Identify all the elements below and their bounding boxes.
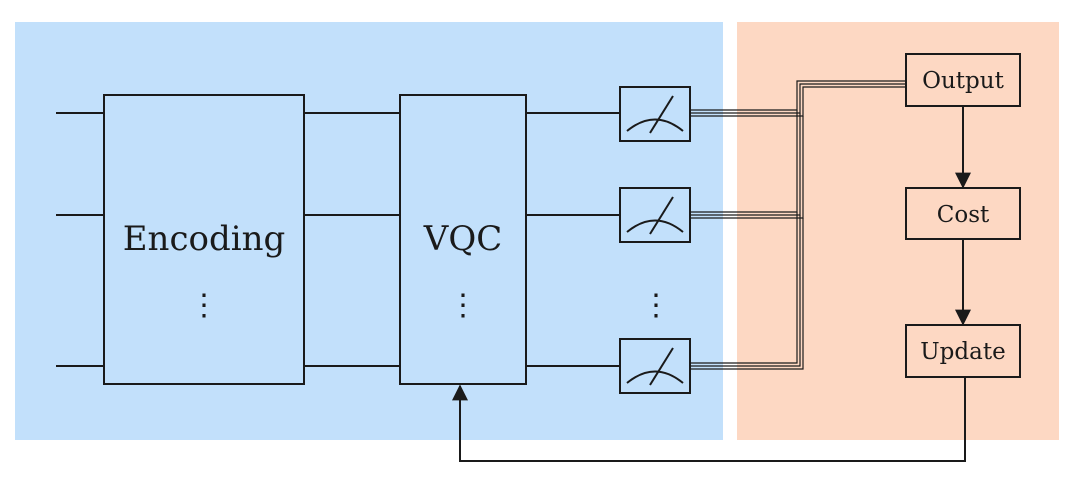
meter-ellipsis: ⋮ [641, 288, 671, 323]
feedback-arrow [452, 377, 966, 462]
encoding-label: Encoding [123, 219, 286, 259]
vqc-ellipsis: ⋮ [448, 288, 478, 323]
vqc-label: VQC [423, 219, 502, 259]
classical-region [737, 22, 1059, 440]
vqc-block [399, 94, 527, 385]
output-label: Output [922, 68, 1004, 94]
quantum-region [15, 22, 723, 440]
meter-icon [619, 187, 691, 243]
encoding-block [103, 94, 305, 385]
cost-label: Cost [937, 202, 990, 228]
meter-icon [619, 86, 691, 142]
encoding-ellipsis: ⋮ [189, 288, 219, 323]
update-label: Update [920, 339, 1005, 365]
classical-wires [690, 80, 906, 370]
